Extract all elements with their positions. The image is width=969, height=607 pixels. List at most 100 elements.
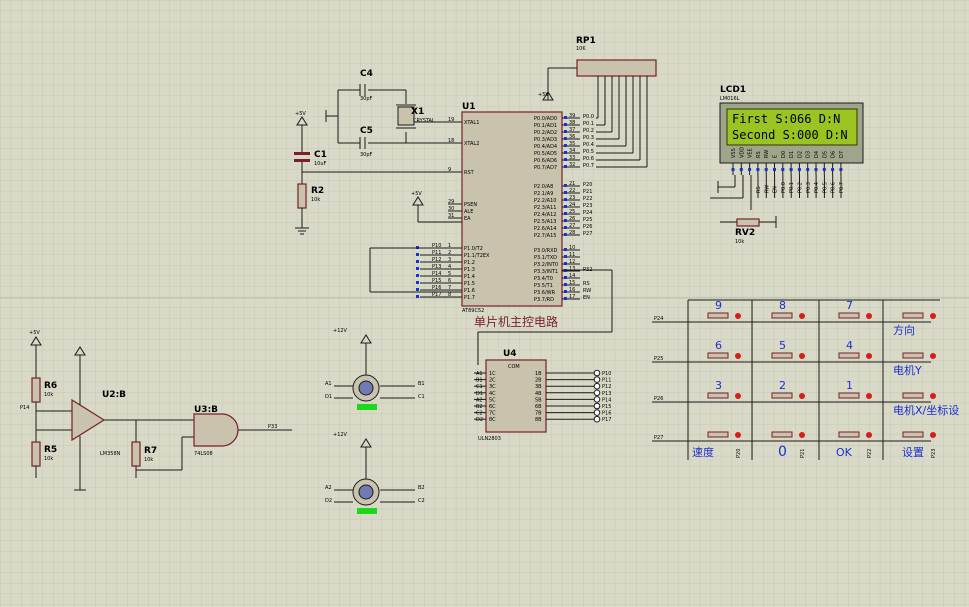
mcu-pin-name: P3.4/T0	[534, 276, 553, 282]
driver-part: ULN2803	[478, 436, 501, 442]
keypad-bottom-label: 0	[778, 444, 787, 460]
keypad-key[interactable]: 3	[700, 379, 741, 403]
lcd-module[interactable]: LCD1 LM016L First S:066 D:N Second S:000…	[719, 85, 864, 198]
key-label: 3	[715, 379, 722, 392]
key-cap	[902, 431, 924, 438]
keypad-key[interactable]	[895, 431, 936, 442]
keypad-col-net: P23	[931, 449, 937, 458]
keypad-key[interactable]: 8	[764, 299, 805, 323]
lcd-pin-label: VSS	[731, 148, 737, 158]
pin-marker	[564, 191, 567, 194]
driver-pin-label: 2C	[489, 378, 496, 384]
reset-vcc-label: +5V	[295, 111, 306, 117]
keypad-key[interactable]	[895, 392, 936, 403]
mcu-net-label: P22	[583, 196, 592, 202]
keypad-key[interactable]: 4	[831, 339, 872, 363]
mcu-net-label: P0.4	[583, 142, 594, 148]
keypad-key[interactable]	[895, 312, 936, 323]
lcd-pin-label: D7	[839, 151, 845, 158]
pin-marker	[564, 144, 567, 147]
lcd-pin-label: D2	[797, 151, 803, 158]
keypad-key[interactable]	[895, 352, 936, 363]
motor-net-label: C1	[418, 394, 425, 400]
mcu-pin-num: 17	[569, 294, 575, 300]
key-cap	[771, 392, 793, 399]
key-indicator	[930, 393, 936, 399]
rv2-ref: RV2	[735, 228, 755, 238]
mcu-pin-name: P2.7/A15	[534, 233, 556, 239]
key-indicator	[866, 432, 872, 438]
lcd-pin-label: D3	[806, 151, 812, 158]
keypad-row-net: P25	[654, 356, 663, 362]
lcd-pin-label: D4	[814, 151, 820, 158]
pin-marker	[564, 137, 567, 140]
mcu-pin-num: 8	[448, 292, 451, 298]
mcu-pin-name: P2.1/A9	[534, 191, 553, 197]
keypad-bottom-label: OK	[836, 446, 853, 459]
driver-out-net: P10	[602, 371, 611, 377]
terminal	[593, 376, 601, 383]
pin-marker	[564, 212, 567, 215]
pin-marker	[564, 184, 567, 187]
mcu-pin-name: P0.5/AD5	[534, 151, 557, 157]
keypad-row-net: P27	[654, 435, 663, 441]
p1-net-label: P15	[432, 278, 441, 284]
lcd-line-2: Second S:000 D:N	[732, 128, 848, 142]
mcu-net-label: P0.0	[583, 114, 594, 120]
key-cap	[771, 352, 793, 359]
key-cap	[707, 431, 729, 438]
mcu-pin-num: 3	[448, 257, 451, 263]
lcd-ref: LCD1	[720, 85, 746, 95]
c1-value: 10uF	[314, 161, 327, 167]
c5-value: 30pF	[360, 152, 373, 158]
keypad-bottom-label: 设置	[902, 446, 924, 459]
driver-pin-label: 6B	[535, 404, 542, 410]
lcd-net-label: EN	[773, 186, 779, 193]
keypad-key[interactable]	[831, 431, 872, 442]
pin-marker	[564, 233, 567, 236]
mcu-net-label: P0.3	[583, 135, 594, 141]
lcd-pin-label: D6	[831, 151, 837, 158]
keypad-key[interactable]	[764, 431, 805, 442]
pin-marker	[416, 281, 419, 284]
mcu-pin-num: 36	[569, 134, 575, 140]
ea-pullup: +5V	[411, 191, 462, 223]
driver-out-net: P12	[602, 384, 611, 390]
mcu-pin-num: 27	[569, 223, 575, 229]
pin-marker	[416, 274, 419, 277]
keypad-key[interactable]: 1	[831, 379, 872, 403]
mcu-pin-name: P0.3/AD3	[534, 137, 557, 143]
keypad-key[interactable]: 9	[700, 299, 741, 323]
keypad-key[interactable]	[700, 431, 741, 442]
mcu-pin-num: 12	[569, 259, 575, 265]
lcd-pin-label: D5	[822, 151, 828, 158]
mcu-pin-num: 25	[569, 209, 575, 215]
driver-in-net: A1	[476, 371, 483, 377]
p1-net-label: P16	[432, 285, 441, 291]
keypad-key[interactable]: 2	[764, 379, 805, 403]
keypad-key[interactable]: 5	[764, 339, 805, 363]
crystal-label: CRYSTAL	[413, 118, 435, 124]
rp1-resistor-pack[interactable]: RP1 10K +5V	[538, 36, 657, 101]
p1-net-label: P12	[432, 257, 441, 263]
driver-out-net: P13	[602, 391, 611, 397]
mcu-pin-num: 18	[448, 138, 454, 144]
keypad-key[interactable]: 6	[700, 339, 741, 363]
pin-marker	[564, 205, 567, 208]
keypad-side-label: 电机X/坐标设	[893, 403, 959, 417]
mcu-pin-num: 14	[569, 273, 575, 279]
mcu-pin-name: P1.7	[464, 295, 475, 301]
mcu-pin-num: 39	[569, 113, 575, 119]
motor-vcc-label: +12V	[333, 328, 348, 334]
key-indicator	[866, 393, 872, 399]
pin-marker	[564, 283, 567, 286]
crystal-ref: X1	[411, 107, 424, 117]
contrast-pot[interactable]: RV2 10k	[710, 175, 777, 245]
keypad-key[interactable]: 7	[831, 299, 872, 323]
gate-part: 74LS08	[194, 451, 213, 457]
key-cap	[707, 392, 729, 399]
